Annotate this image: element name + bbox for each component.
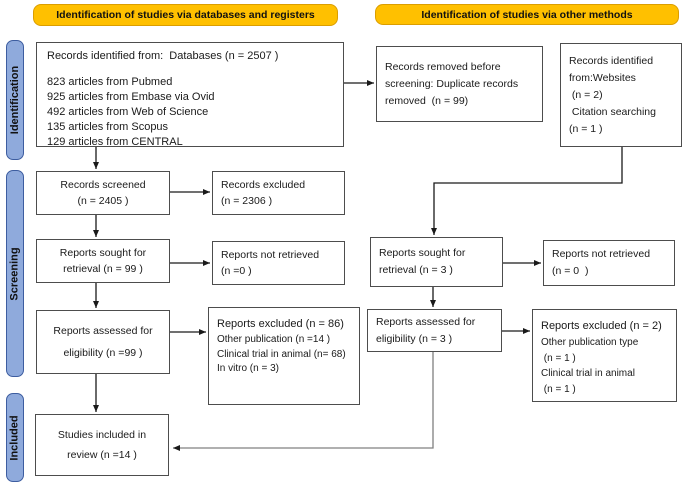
connector-websites-to-sought3 xyxy=(431,147,623,235)
text-line: Citation searching xyxy=(569,106,656,118)
text-line: Reports not retrieved xyxy=(221,249,320,261)
header-other-methods-label: Identification of studies via other meth… xyxy=(421,8,633,21)
text-line: In vitro (n = 3) xyxy=(217,363,279,374)
box-records-removed: Records removed before screening: Duplic… xyxy=(376,46,543,122)
text-line: Other publication type xyxy=(541,337,639,348)
box-records-identified-other: Records identified from:Websites (n = 2)… xyxy=(560,43,682,147)
text-line: Studies included in xyxy=(57,429,147,441)
text-line: Reports excluded (n = 2) xyxy=(541,320,662,332)
text-line: Records removed before xyxy=(385,60,501,73)
text-line: Reports assessed for xyxy=(376,315,476,328)
text-line: Records identified xyxy=(569,55,654,67)
text-line: eligibility (n =99 ) xyxy=(63,347,143,359)
text-line: (n = 1 ) xyxy=(541,352,576,364)
text-line: Reports assessed for xyxy=(53,325,153,337)
text-line: Reports sought for xyxy=(379,247,466,259)
box-reports-excluded-other: Reports excluded (n = 2) Other publicati… xyxy=(532,309,677,402)
text-line: (n = 1 ) xyxy=(569,123,603,135)
sidebar-included-label: Included xyxy=(9,414,22,461)
box-reports-excluded-databases: Reports excluded (n = 86) Other publicat… xyxy=(208,307,360,405)
box-records-screened: Records screened (n = 2405 ) xyxy=(36,171,170,215)
sidebar-included: Included xyxy=(6,393,24,482)
box-reports-not-retrieved-databases: Reports not retrieved (n =0 ) xyxy=(212,241,345,285)
header-databases-registers-label: Identification of studies via databases … xyxy=(56,9,315,21)
text-line: 492 articles from Web of Science xyxy=(47,106,209,118)
text-line: Clinical trial in animal xyxy=(541,368,635,379)
text-line: 823 articles from Pubmed xyxy=(47,76,173,88)
text-line: 925 articles from Embase via Ovid xyxy=(47,91,215,103)
box-reports-assessed-databases: Reports assessed for eligibility (n =99 … xyxy=(36,310,170,374)
text-line: Clinical trial in animal (n= 68) xyxy=(217,348,346,360)
text-line: Other publication (n =14 ) xyxy=(217,334,331,345)
box-records-excluded: Records excluded (n = 2306 ) xyxy=(212,171,345,215)
text-line: 135 articles from Scopus xyxy=(47,121,169,133)
box-reports-sought-other: Reports sought for retrieval (n = 3 ) xyxy=(370,237,503,287)
text-line: (n = 2306 ) xyxy=(221,195,273,207)
text-line: removed (n = 99) xyxy=(385,94,469,107)
text-line: Records screened xyxy=(60,179,146,191)
box-reports-sought-databases: Reports sought for retrieval (n = 99 ) xyxy=(36,239,170,283)
text-line: eligibility (n = 3 ) xyxy=(376,332,453,345)
text-line: (n =0 ) xyxy=(221,265,252,277)
box-reports-assessed-other: Reports assessed for eligibility (n = 3 … xyxy=(367,309,502,352)
sidebar-identification: Identification xyxy=(6,40,24,160)
text-line: from:Websites xyxy=(569,72,636,84)
header-other-methods: Identification of studies via other meth… xyxy=(375,4,679,25)
text-line: Records excluded xyxy=(221,179,306,191)
sidebar-screening-label: Screening xyxy=(9,246,21,301)
sidebar-identification-label: Identification xyxy=(9,65,22,135)
sidebar-screening: Screening xyxy=(6,170,24,377)
text-line: screening: Duplicate records xyxy=(385,77,519,90)
header-databases-registers: Identification of studies via databases … xyxy=(33,4,338,26)
text-line: Reports not retrieved xyxy=(552,248,651,260)
box-reports-not-retrieved-other: Reports not retrieved (n = 0 ) xyxy=(543,240,675,286)
text-line: Records identified from: Databases (n = … xyxy=(47,50,279,62)
text-line: (n = 2405 ) xyxy=(77,195,129,207)
text-line: review (n =14 ) xyxy=(67,449,137,461)
box-studies-included: Studies included in review (n =14 ) xyxy=(35,414,169,476)
text-line: 129 articles from CENTRAL xyxy=(47,136,183,148)
text-line: retrieval (n = 3 ) xyxy=(379,264,453,276)
text-line: (n = 0 ) xyxy=(552,265,589,277)
text-line: retrieval (n = 99 ) xyxy=(63,263,143,275)
text-line: Reports excluded (n = 86) xyxy=(217,318,344,330)
text-line: Reports sought for xyxy=(59,247,147,259)
text-line: (n = 2) xyxy=(569,89,603,101)
box-records-identified-databases: Records identified from: Databases (n = … xyxy=(36,42,344,148)
text-line: (n = 1 ) xyxy=(541,383,576,395)
